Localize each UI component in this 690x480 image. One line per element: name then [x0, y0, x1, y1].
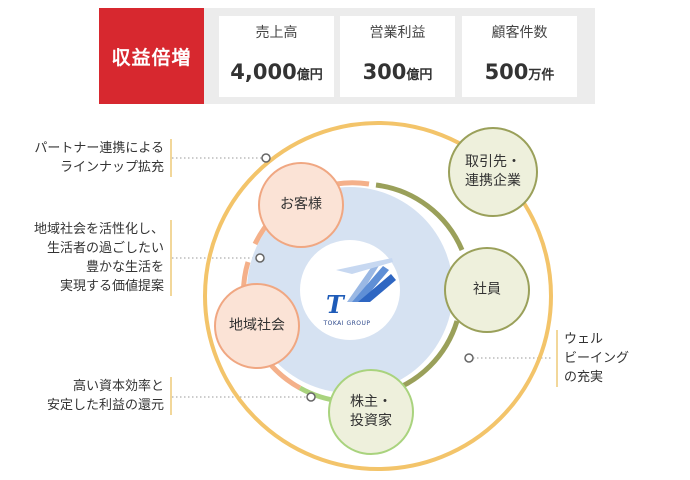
stat-profit-value-wrap: 300億円	[340, 60, 455, 84]
stat-customers-unit: 万件	[528, 68, 555, 83]
stat-operating-profit: 営業利益 300億円	[340, 16, 455, 97]
note-partner-lineup: パートナー連携による ラインナップ拡充	[34, 139, 172, 177]
note-capital-return: 高い資本効率と 安定した利益の還元	[47, 377, 172, 415]
circle-partners	[448, 127, 538, 217]
stat-sales-label: 売上高	[255, 25, 298, 41]
stat-profit-value: 300	[362, 60, 407, 84]
label-employees: 社員	[473, 281, 501, 298]
arc-partners	[375, 182, 465, 251]
stat-sales-value-wrap: 4,000億円	[219, 60, 334, 84]
stat-customers-label: 顧客件数	[491, 25, 548, 41]
outer-ring	[203, 121, 553, 471]
circle-customer	[258, 162, 344, 248]
stat-customers-value: 500	[484, 60, 529, 84]
note-wellbeing: ウェル ビーイング の充実	[556, 330, 629, 387]
revenue-double-badge: 収益倍増	[99, 8, 204, 104]
tokai-logo-mark: T	[326, 258, 396, 319]
stat-profit-unit: 億円	[406, 68, 433, 83]
label-customer: お客様	[280, 196, 322, 213]
note-value-proposal: 地域社会を活性化し、 生活者の過ごしたい 豊かな生活を 実現する価値提案	[34, 220, 172, 296]
dot-value-proposal	[255, 253, 265, 263]
stat-profit-label: 営業利益	[369, 25, 426, 41]
label-shareholders: 株主・ 投資家	[350, 394, 392, 429]
stats-header: 収益倍増 売上高 4,000億円 営業利益 300億円 顧客件数 500万件	[99, 8, 595, 104]
stat-sales-value: 4,000	[230, 60, 297, 84]
circle-shareholders	[328, 369, 414, 455]
circle-community	[214, 283, 300, 369]
label-partners: 取引先・ 連携企業	[465, 154, 521, 189]
dot-capital-return	[306, 392, 316, 402]
stat-sales-unit: 億円	[296, 68, 323, 83]
circle-employees	[444, 247, 530, 333]
label-community: 地域社会	[229, 317, 285, 334]
stat-customers-value-wrap: 500万件	[462, 60, 577, 84]
dot-wellbeing	[464, 353, 474, 363]
stat-customers: 顧客件数 500万件	[462, 16, 577, 97]
logo-letter: T	[326, 290, 346, 319]
logo-caption: TOKAI GROUP	[323, 320, 371, 327]
dot-partner-lineup	[261, 153, 271, 163]
stat-sales: 売上高 4,000億円	[219, 16, 334, 97]
